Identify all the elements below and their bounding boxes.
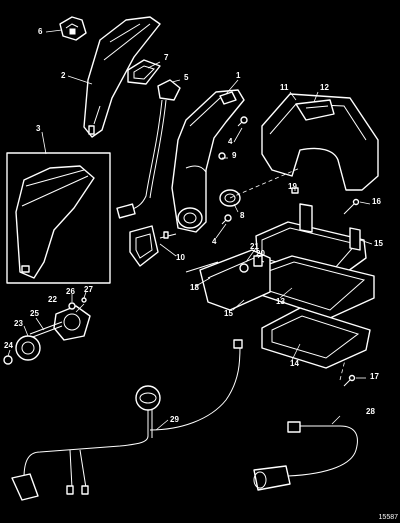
callout-21: 21 xyxy=(250,242,259,251)
part-20-clip xyxy=(253,255,263,267)
callout-15-left: 15 xyxy=(224,309,233,318)
callout-26: 26 xyxy=(66,287,75,296)
callout-24: 24 xyxy=(4,341,13,350)
callout-6: 6 xyxy=(38,27,43,36)
callout-2: 2 xyxy=(61,71,66,80)
callout-14: 14 xyxy=(290,359,299,368)
part-29-wire-harness xyxy=(11,339,243,501)
part-1-main-housing xyxy=(171,89,245,233)
callout-7: 7 xyxy=(164,53,169,62)
callout-20: 20 xyxy=(256,249,265,258)
callout-5: 5 xyxy=(184,73,189,82)
callout-17: 17 xyxy=(370,372,379,381)
callout-8: 8 xyxy=(240,211,245,220)
part-17-screw xyxy=(343,374,356,387)
callout-12: 12 xyxy=(320,83,329,92)
callout-19: 19 xyxy=(288,182,297,191)
callout-1: 1 xyxy=(236,71,241,80)
part-23-knob xyxy=(15,335,41,361)
part-21-washer xyxy=(239,263,249,273)
part-22-bracket xyxy=(53,305,91,341)
callout-25: 25 xyxy=(30,309,39,318)
part-19-nut xyxy=(291,187,299,194)
part-28-cable xyxy=(253,421,358,491)
part-4-screw-upper xyxy=(237,116,248,127)
callout-9: 9 xyxy=(232,151,237,160)
part-18-bracket xyxy=(185,249,271,311)
part-5-switch-harness xyxy=(116,79,181,219)
callout-10: 10 xyxy=(176,253,185,262)
callout-4-upper: 4 xyxy=(228,137,233,146)
callout-29: 29 xyxy=(170,415,179,424)
callout-16: 16 xyxy=(372,197,381,206)
part-27-washer xyxy=(81,297,87,303)
drawing-number: 15587 xyxy=(378,514,398,521)
part-10-bezel xyxy=(129,225,177,267)
part-3-detail-frame xyxy=(6,152,111,284)
part-14-base-gasket xyxy=(261,307,371,369)
part-11-housing-cover xyxy=(261,93,379,191)
part-16-screw xyxy=(343,198,360,215)
callout-3: 3 xyxy=(36,124,41,133)
callout-4-lower: 4 xyxy=(212,237,217,246)
callout-22: 22 xyxy=(48,295,57,304)
callout-18: 18 xyxy=(190,283,199,292)
callout-13: 13 xyxy=(276,297,285,306)
part-2-side-cover xyxy=(83,16,161,138)
part-9-washer xyxy=(218,152,226,160)
alignment-line-upper xyxy=(229,167,301,199)
callout-23: 23 xyxy=(14,319,23,328)
part-6-cap xyxy=(59,16,87,41)
callout-11: 11 xyxy=(280,83,289,92)
callout-27: 27 xyxy=(84,285,93,294)
part-7-gasket xyxy=(127,59,161,85)
part-26-screw xyxy=(68,302,76,310)
part-24-nut xyxy=(3,355,13,365)
callout-15-right: 15 xyxy=(374,239,383,248)
callout-28: 28 xyxy=(366,407,375,416)
part-4-screw-lower xyxy=(221,214,232,225)
part-25-shaft xyxy=(29,321,63,339)
callout-leaders xyxy=(7,29,373,431)
